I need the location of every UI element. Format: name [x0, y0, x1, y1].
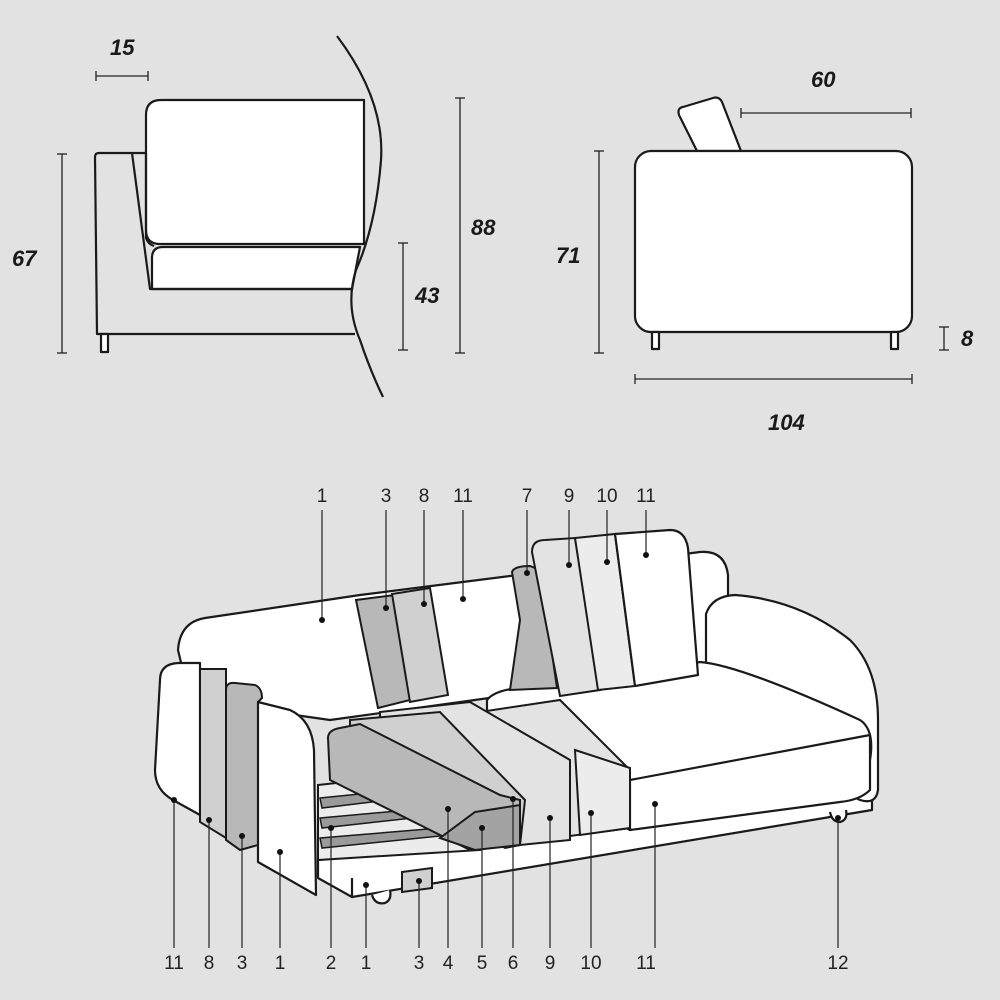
top-leader-lines [319, 510, 649, 623]
part-label-bottom: 1 [361, 953, 372, 974]
part-label-bottom: 4 [443, 953, 454, 974]
front-view [633, 96, 914, 351]
front-dimension-lines [594, 108, 949, 384]
part-label-bottom: 5 [477, 953, 488, 974]
dimension-arm-height: 67 [12, 246, 38, 271]
part-label-top: 8 [419, 486, 430, 507]
part-label-top: 11 [453, 486, 473, 507]
dimension-front-height: 71 [556, 243, 580, 268]
side-dimension-lines [57, 71, 465, 354]
part-label-top: 3 [381, 486, 392, 507]
bottom-leader-lines [171, 796, 841, 948]
part-label-bottom: 6 [508, 953, 519, 974]
part-label-top: 7 [522, 486, 533, 507]
part-label-bottom: 3 [237, 953, 248, 974]
part-label-bottom: 3 [414, 953, 425, 974]
part-label-bottom: 1 [275, 953, 286, 974]
side-view [93, 35, 384, 398]
exploded-sofa [153, 528, 880, 905]
dimension-leg-height: 8 [961, 326, 974, 351]
part-label-bottom: 12 [827, 953, 848, 974]
part-label-bottom: 2 [326, 953, 337, 974]
dimension-seat-depth: 60 [811, 67, 836, 92]
dimension-total-depth: 104 [768, 410, 805, 435]
dimension-seat-height: 43 [414, 283, 439, 308]
part-label-top: 9 [564, 486, 575, 507]
part-label-top: 1 [317, 486, 328, 507]
part-label-bottom: 10 [580, 953, 601, 974]
dimension-total-height: 88 [471, 215, 496, 240]
part-label-bottom: 11 [164, 953, 184, 974]
part-label-bottom: 11 [636, 953, 656, 974]
part-label-top: 11 [636, 486, 656, 507]
part-label-bottom: 8 [204, 953, 215, 974]
dimension-armrest-width: 15 [110, 35, 135, 60]
part-label-bottom: 9 [545, 953, 556, 974]
part-label-top: 10 [596, 486, 617, 507]
